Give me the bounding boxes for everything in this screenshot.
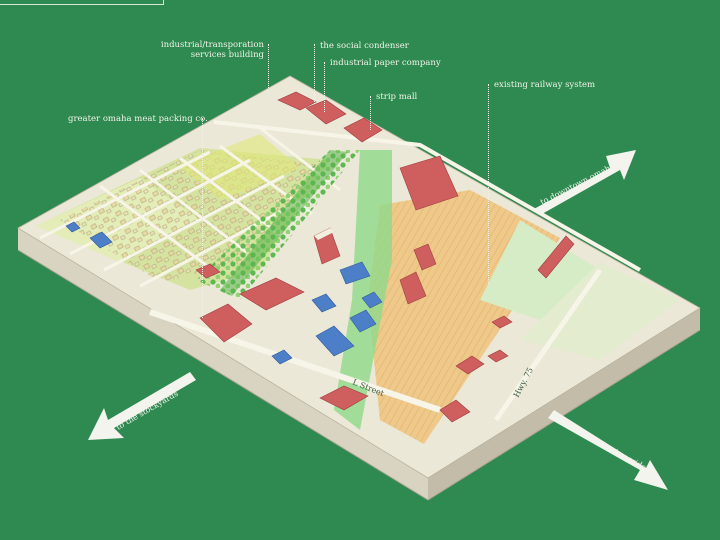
services-leader: [268, 44, 269, 94]
services-building-label: industrial/transporation services buildi…: [148, 40, 264, 60]
railway-label: existing railway system: [494, 80, 596, 90]
rail-building-2: [413, 243, 437, 271]
south-warehouse: [319, 385, 369, 411]
blue-building-2: [315, 325, 355, 357]
east-building-1: [537, 235, 575, 279]
strip-mall-building: [339, 261, 371, 285]
blue-building-3: [349, 309, 377, 333]
east-building-2: [455, 355, 485, 375]
services-label-line1: industrial/transporation: [160, 40, 264, 50]
hwy-75-road: [493, 268, 603, 422]
social-condenser: [305, 99, 347, 125]
to-downtown-label: to downtown omaha: [539, 161, 617, 206]
strip-mall-label: strip mall: [376, 92, 418, 102]
strip-building: [491, 315, 513, 329]
l-street-road: [149, 309, 441, 413]
commercial-buildings: [65, 221, 383, 365]
condenser-roof: [314, 228, 334, 240]
services-building: [277, 91, 317, 111]
paper-leader: [324, 62, 325, 112]
rail-building-1: [399, 271, 427, 305]
strip-mall-leader: [370, 96, 371, 130]
arrow-24th-street: to 24th street corridor: [548, 410, 668, 490]
blue-building-4: [311, 293, 337, 313]
social-condenser-label: the social condenser: [320, 41, 409, 51]
arrow-stockyards: to the stockyards: [88, 372, 196, 440]
paper-company-label: industrial paper company: [330, 58, 441, 68]
east-green: [520, 262, 680, 360]
rail-warehouse: [399, 155, 459, 211]
blue-building-6: [271, 349, 293, 365]
railway-leader: [488, 84, 489, 284]
big-warehouse: [239, 277, 305, 311]
greenway-park-base: [220, 150, 348, 296]
slab-left-face: [18, 228, 428, 500]
meat-packing-label: greater omaha meat packing co.: [68, 114, 208, 124]
blue-building-5: [89, 231, 113, 249]
paper-company-building: [343, 117, 383, 143]
arrow-downtown: to downtown omaha: [532, 150, 636, 214]
industrial-buildings: [195, 91, 575, 423]
strip-building-2: [487, 349, 509, 363]
blue-building-7: [361, 291, 383, 309]
to-24th-street-label: to 24th street corridor: [567, 422, 651, 474]
blue-building-8: [65, 221, 81, 233]
meat-packing-building: [199, 303, 253, 343]
services-label-line2: services building: [190, 50, 264, 60]
condenser-leader: [314, 44, 315, 104]
meat-packing-leader: [202, 118, 203, 318]
main-artery: [213, 120, 641, 272]
to-stockyards-label: to the stockyards: [115, 389, 180, 432]
frame-corner: [0, 0, 164, 5]
rail-green-edge: [334, 150, 392, 430]
slab-right-face: [428, 308, 700, 500]
east-building-3: [439, 399, 471, 423]
